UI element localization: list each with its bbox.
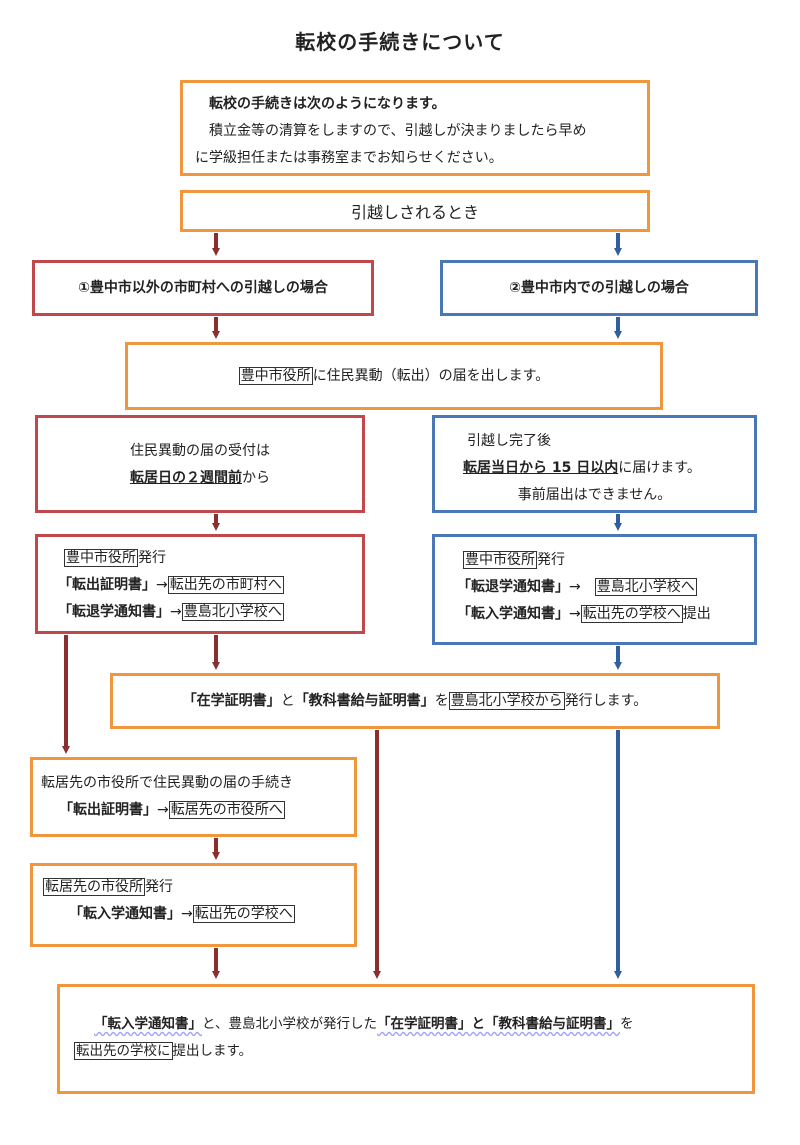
doc-enrollment-cert: 「在学証明書」 [182, 693, 281, 709]
certificates-box: 「在学証明書」と「教科書給与証明書」を豊島北小学校から発行します。 [110, 673, 720, 729]
particle: を [619, 1016, 634, 1032]
doc-admission-notice: 「転入学通知書」 [94, 1016, 202, 1032]
notice-rest: に住民異動（転出）の届を出します。 [312, 368, 550, 384]
after-line-2: 転居当日から 15 日以内に届けます。 [435, 455, 754, 482]
branch-outside-city: ①豊中市以外の市町村への引越しの場合 [32, 260, 374, 316]
arrow-glyph: → [181, 906, 193, 922]
after-line-1: 引越し完了後 [467, 433, 551, 449]
branch-inside-label: ②豊中市内での引越しの場合 [509, 280, 689, 296]
school-tag: 転出先の学校に [74, 1042, 173, 1060]
certificates-text: 「在学証明書」と「教科書給与証明書」を豊島北小学校から発行します。 [182, 692, 648, 710]
right-issue-line-1: 豊中市役所発行 [457, 547, 754, 574]
right-issue-line-2: 「転退学通知書」→ 豊島北小学校へ [457, 574, 754, 601]
doc-admission-notice: 「転入学通知書」 [69, 906, 181, 922]
left-issue-line-2: 「転出証明書」→転出先の市町村へ [58, 572, 362, 599]
dest-tag: 豊島北小学校へ [594, 578, 697, 596]
doc-admission-notice: 「転入学通知書」 [457, 606, 569, 622]
particle: を [434, 693, 449, 709]
and-label: と [280, 693, 295, 709]
doc-transfer-out-cert: 「転出証明書」 [59, 802, 157, 818]
accept-line-2: 転居日の２週間前から [38, 465, 362, 492]
procedure-line-2: 「転出証明書」→転居先の市役所へ [41, 797, 354, 824]
intro-line-3: に学級担任または事務室までお知らせください。 [195, 150, 503, 166]
office-tag: 豊中市役所 [463, 551, 537, 569]
right-issue-box: 豊中市役所発行 「転退学通知書」→ 豊島北小学校へ 「転入学通知書」→転出先の学… [432, 534, 757, 645]
dest-tag: 転出先の市町村へ [167, 576, 284, 594]
new-issue-line-2: 「転入学通知書」→転出先の学校へ [43, 901, 354, 928]
after-suffix: に届けます。 [618, 460, 701, 476]
resident-move-notice-box: 豊中市役所に住民異動（転出）の届を出します。 [125, 342, 663, 410]
final-mid: と、豊島北小学校が発行した [202, 1016, 377, 1032]
final-submission-box: 「転入学通知書」と、豊島北小学校が発行した「在学証明書」と「教科書給与証明書」を… [57, 984, 755, 1094]
intro-box: 転校の手続きは次のようになります。 積立金等の清算をしますので、引越しが決まりま… [180, 80, 650, 176]
arrow-glyph: → [157, 802, 169, 818]
right-after-box: 引越し完了後 転居当日から 15 日以内に届けます。 事前届出はできません。 [432, 415, 757, 513]
dest-tag: 豊島北小学校へ [181, 603, 284, 621]
arrow-glyph: → [569, 606, 581, 622]
left-issue-line-3: 「転退学通知書」→豊島北小学校へ [58, 599, 362, 626]
accept-suffix: から [242, 470, 270, 486]
left-issue-box: 豊中市役所発行 「転出証明書」→転出先の市町村へ 「転退学通知書」→豊島北小学校… [35, 534, 365, 634]
right-issue-line-3: 「転入学通知書」→転出先の学校へ提出 [457, 601, 754, 628]
doc-textbook-cert: 「教科書給与証明書」 [294, 693, 435, 709]
final-line-1: 「転入学通知書」と、豊島北小学校が発行した「在学証明書」と「教科書給与証明書」を [74, 1011, 752, 1038]
dest-tag: 転出先の学校へ [192, 905, 295, 923]
issued-label: 発行 [145, 879, 173, 895]
intro-line-2: 積立金等の清算をしますので、引越しが決まりましたら早め [209, 123, 587, 139]
after-line-3: 事前届出はできません。 [517, 487, 672, 503]
issued-label: 発行 [537, 552, 565, 568]
page-title: 転校の手続きについて [295, 30, 505, 54]
left-issue-line-1: 豊中市役所発行 [58, 545, 362, 572]
doc-transfer-out-cert: 「転出証明書」 [58, 577, 156, 593]
notice-text: 豊中市役所に住民異動（転出）の届を出します。 [238, 367, 550, 385]
office-tag: 豊中市役所 [238, 367, 313, 385]
intro-line-1: 転校の手続きは次のようになります。 [209, 96, 446, 112]
new-city-procedure-box: 転居先の市役所で住民異動の届の手続き 「転出証明書」→転居先の市役所へ [30, 757, 357, 837]
branch-outside-label: ①豊中市以外の市町村への引越しの場合 [78, 280, 328, 296]
moving-label: 引越しされるとき [350, 203, 479, 222]
moving-box: 引越しされるとき [180, 190, 650, 232]
procedure-line-1: 転居先の市役所で住民異動の届の手続き [41, 775, 293, 791]
school-tag: 豊島北小学校から [448, 692, 565, 710]
doc-withdrawal-notice: 「転退学通知書」 [457, 579, 569, 595]
submit-label: 提出 [682, 606, 711, 622]
arrow-glyph: → [170, 604, 182, 620]
doc-certificates: 「在学証明書」と「教科書給与証明書」 [376, 1016, 620, 1032]
after-deadline: 転居当日から 15 日以内 [463, 460, 619, 476]
new-issue-line-1: 転居先の市役所発行 [43, 874, 354, 901]
certificates-rest: 発行します。 [564, 693, 648, 709]
final-line-2: 転出先の学校に提出します。 [74, 1038, 752, 1065]
accept-deadline: 転居日の２週間前 [130, 470, 242, 486]
new-city-issue-box: 転居先の市役所発行 「転入学通知書」→転出先の学校へ [30, 863, 357, 947]
arrow-glyph: → [569, 579, 581, 595]
dest-tag: 転出先の学校へ [580, 605, 683, 623]
doc-withdrawal-notice: 「転退学通知書」 [58, 604, 170, 620]
branch-inside-city: ②豊中市内での引越しの場合 [440, 260, 758, 316]
issued-label: 発行 [138, 550, 166, 566]
accept-line-1: 住民異動の届の受付は [130, 443, 270, 459]
office-tag: 豊中市役所 [64, 549, 138, 567]
arrow-glyph: → [156, 577, 168, 593]
dest-tag: 転居先の市役所へ [168, 801, 285, 819]
final-rest: 提出します。 [172, 1043, 253, 1059]
office-tag: 転居先の市役所 [43, 878, 145, 896]
left-accept-box: 住民異動の届の受付は 転居日の２週間前から [35, 415, 365, 513]
